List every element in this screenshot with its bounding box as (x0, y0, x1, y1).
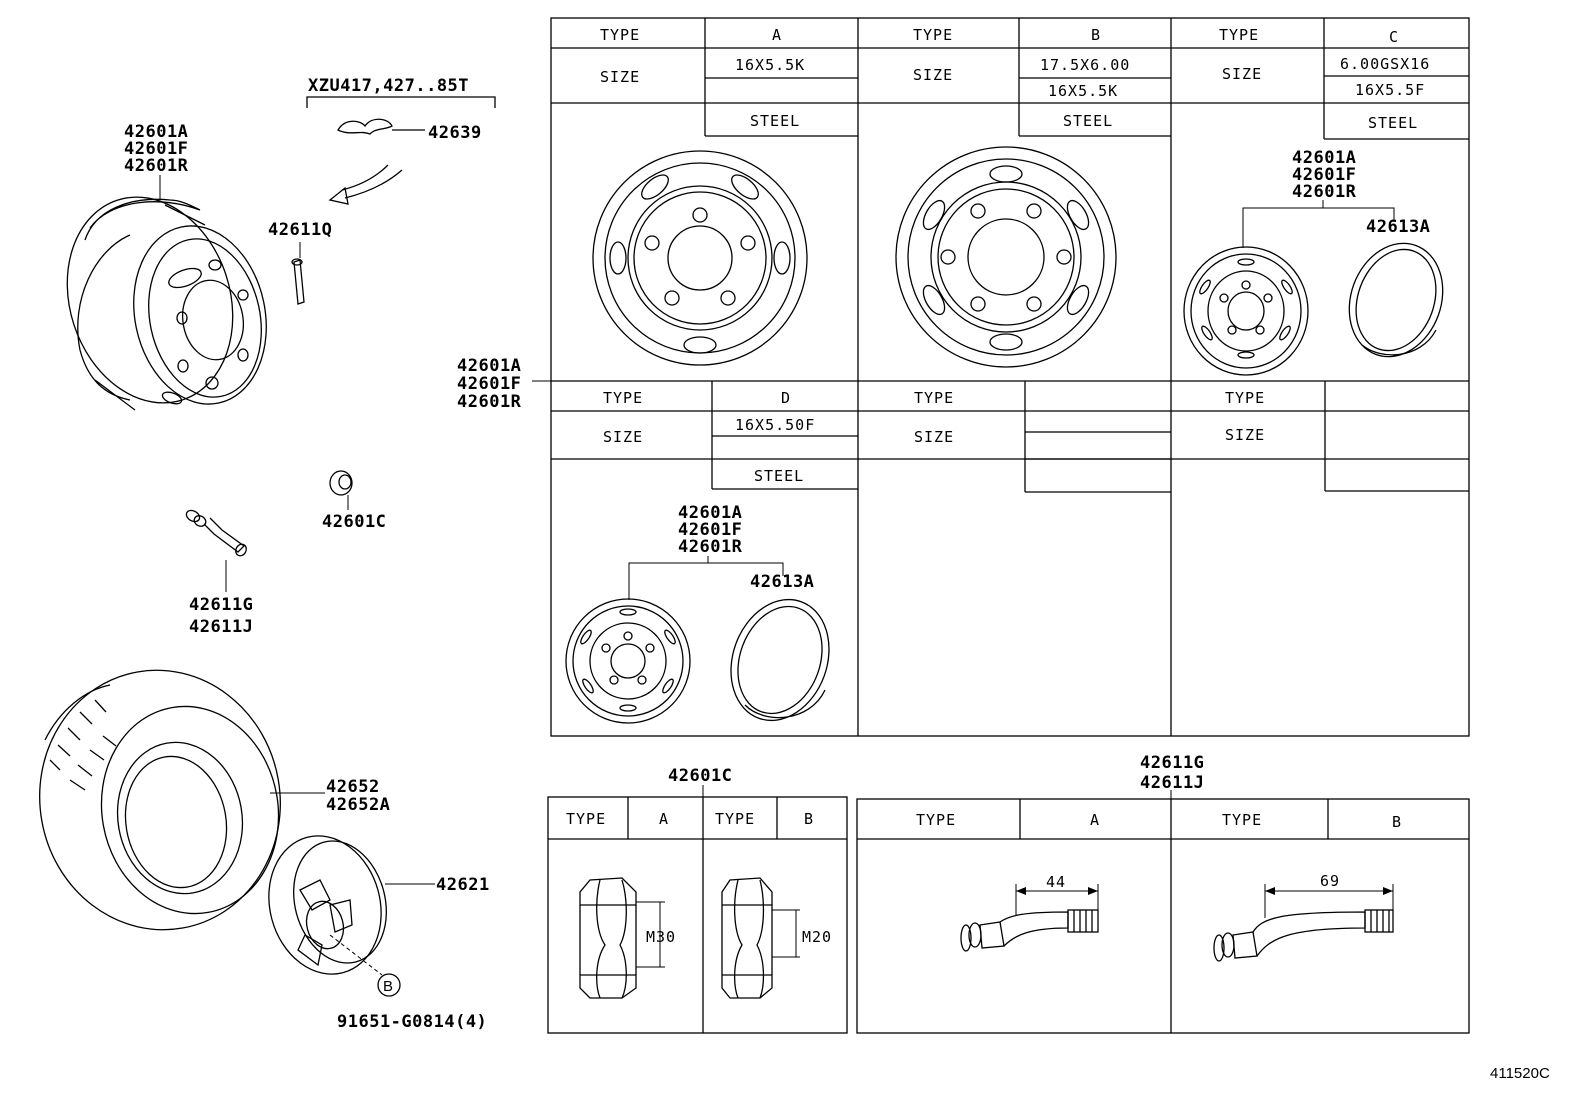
hub-cap-illustration: 42621 B 91651-G0814(4) (268, 835, 490, 1032)
valve-type-label-b: TYPE (1222, 811, 1262, 829)
d-callout-f: 42601F (678, 520, 742, 540)
cell-c-size-label: SIZE (1222, 65, 1262, 83)
valve-type-a: A (1090, 811, 1100, 829)
valve-clip-callout: 42611Q (268, 220, 332, 240)
cell-b-type-value: B (1091, 26, 1101, 44)
c-ring-callout: 42613A (1366, 217, 1430, 237)
nut-type-label-a: TYPE (566, 810, 606, 828)
valve-type-label-a: TYPE (916, 811, 956, 829)
table-callout-r: 42601R (457, 392, 522, 412)
cell-a-material: STEEL (750, 112, 800, 130)
cell-a-type-value: A (772, 26, 782, 44)
valve-dim-a: 44 (1046, 873, 1066, 891)
cell-e-size-label: SIZE (914, 428, 954, 446)
cell-c-type-value: C (1389, 28, 1399, 46)
wheel-callout-r: 42601R (124, 156, 189, 176)
cell-c-size-2: 16X5.5F (1355, 81, 1425, 99)
disc-wheel-illustration (66, 196, 267, 411)
cell-a-size-1: 16X5.5K (735, 56, 805, 74)
cell-c-type-label: TYPE (1219, 26, 1259, 44)
cell-d-size-1: 16X5.50F (735, 416, 815, 434)
cell-f-type-label: TYPE (1225, 389, 1265, 407)
cell-c-material: STEEL (1368, 114, 1418, 132)
cell-b-material: STEEL (1063, 112, 1113, 130)
nut-table: 42601C TYPE A TYPE B M30 M20 (547, 766, 848, 1034)
wheel-callout-a: 42601A (124, 122, 188, 142)
cell-a-size-label: SIZE (600, 68, 640, 86)
c-callout-r: 42601R (1292, 182, 1357, 202)
valve-dim-b: 69 (1320, 872, 1340, 890)
cell-d-size-label: SIZE (603, 428, 643, 446)
table-callout-a: 42601A (457, 356, 521, 376)
wheel-c-illustration: 42601A 42601F 42601R 42613A (1183, 148, 1444, 376)
main-wheel-callouts: 42601A 42601F 42601R (124, 122, 189, 200)
cell-e-type-label: TYPE (914, 389, 954, 407)
wheel-b-illustration (895, 146, 1117, 368)
c-callout-a: 42601A (1292, 148, 1356, 168)
clip-callout: 42639 (428, 123, 482, 143)
valve-table: 42611G 42611J TYPE A TYPE B 44 (856, 753, 1470, 1034)
nut-table-title: 42601C (668, 766, 732, 786)
valve-table-title-g: 42611G (1140, 753, 1204, 773)
cell-b-size-2: 16X5.5K (1048, 82, 1118, 100)
valve-stem-illustration: 42611G 42611J (185, 509, 253, 637)
model-note-text: XZU417,427..85T (308, 76, 469, 96)
wheel-a-illustration (592, 150, 808, 366)
hub-cap-callout: 42621 (436, 875, 490, 895)
valve-stem-callout-j: 42611J (189, 617, 253, 637)
clip-illustration: 42639 (337, 118, 482, 143)
cell-b-size-label: SIZE (913, 66, 953, 84)
nut-type-label-b: TYPE (715, 810, 755, 828)
d-callout-a: 42601A (678, 503, 742, 523)
tire-illustration: 42652 42652A (39, 669, 390, 931)
nut-dim-a: M30 (646, 928, 676, 946)
valve-type-b: B (1392, 813, 1402, 831)
ref-circle-label: B (383, 978, 393, 995)
valve-stem-callout-g: 42611G (189, 595, 253, 615)
bolt-callout: 91651-G0814(4) (337, 1012, 487, 1032)
nut-type-b: B (804, 810, 814, 828)
curved-arrow (328, 164, 403, 205)
nut-type-a: A (659, 810, 669, 828)
hub-nut-illustration: 42601C (322, 470, 386, 532)
cell-b-type-label: TYPE (913, 26, 953, 44)
cell-a-type-label: TYPE (600, 26, 640, 44)
tire-callout-1: 42652 (326, 777, 380, 797)
table-callout-f: 42601F (457, 374, 521, 394)
tire-callout-2: 42652A (326, 795, 390, 815)
c-callout-f: 42601F (1292, 165, 1356, 185)
nut-dim-b: M20 (802, 928, 832, 946)
cell-d-material: STEEL (754, 467, 804, 485)
cell-d-type-value: D (781, 389, 791, 407)
wheel-type-table: TYPE A SIZE 16X5.5K STEEL TYPE B SIZE 17… (457, 17, 1470, 737)
cell-c-size-1: 6.00GSX16 (1340, 55, 1430, 73)
d-ring-callout: 42613A (750, 572, 814, 592)
d-callout-r: 42601R (678, 537, 743, 557)
valve-table-title-j: 42611J (1140, 773, 1204, 793)
wheel-callout-f: 42601F (124, 139, 188, 159)
diagram-id: 411520C (1490, 1065, 1550, 1082)
wheel-d-illustration: 42601A 42601F 42601R 42613A (565, 503, 830, 724)
cell-b-size-1: 17.5X6.00 (1040, 56, 1130, 74)
cell-d-type-label: TYPE (603, 389, 643, 407)
cell-f-size-label: SIZE (1225, 426, 1265, 444)
model-note: XZU417,427..85T (306, 76, 496, 108)
hub-nut-callout: 42601C (322, 512, 386, 532)
valve-clip-illustration: 42611Q (268, 220, 332, 305)
